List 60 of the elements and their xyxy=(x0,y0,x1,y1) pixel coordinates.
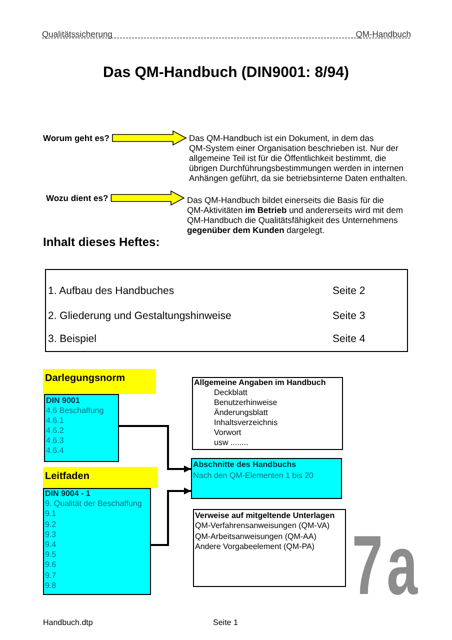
title: Das QM-Handbuch (DIN9001: 8/94) xyxy=(103,64,349,82)
list-item: 9. Qualität der Beschaffung xyxy=(45,499,142,510)
chapter-mark: 7a xyxy=(352,534,422,597)
connector-arrow xyxy=(119,425,191,472)
header-text: QM-Handbuch xyxy=(356,29,411,39)
description-text: Das QM-Handbuch ist ein Dokument, in dem das QM-System einer Organisation beschrieben ist. Nur der allgemeine Teil ist für die Öffentlichkeit bestimmt, die übrigen Durchführungsbestimmungen werden in internen Anhängen geführt, da sie betriebsinterne Daten enthalten. xyxy=(189,133,412,183)
question-label: Worum geht es? xyxy=(43,133,110,143)
list-item: usw ........ xyxy=(214,438,248,448)
page-reference: Seite 4 xyxy=(332,332,366,344)
list-item: 9.1 xyxy=(45,509,56,520)
box-heading: DIN 9001 xyxy=(46,396,80,406)
page-reference: Seite 3 xyxy=(332,310,366,322)
footer-text: Handbuch.dtp xyxy=(43,618,93,628)
block-arrow xyxy=(112,130,187,146)
box-heading: Allgemeine Angaben im Handbuch xyxy=(194,378,326,388)
connector-arrow xyxy=(151,488,191,546)
info-box xyxy=(192,377,343,450)
info-box xyxy=(193,509,346,587)
list-item: Vorwort xyxy=(214,428,242,438)
box-heading: DIN 9004 - 1 xyxy=(45,489,90,500)
list-item: Nach den QM-Elementen 1 bis 20 xyxy=(193,470,314,481)
contents-entry: 2. Gliederung und Gestaltungshinweise xyxy=(48,310,232,322)
list-item: 9.6 xyxy=(45,560,56,571)
section-box xyxy=(191,458,342,499)
list-item: QM-Arbeitsanweisungen (QM-AA) xyxy=(195,532,316,542)
footer-page-number: Seite 1 xyxy=(213,618,238,628)
list-item: 9.5 xyxy=(45,550,56,560)
standard-box xyxy=(44,394,119,462)
page-reference: Seite 2 xyxy=(332,284,366,296)
box-heading: Verweise auf mitgeltende Unterlagen xyxy=(195,511,335,522)
list-item: 9.3 xyxy=(45,530,56,540)
list-item: QM-Verfahrensanweisungen (QM-VA) xyxy=(195,521,330,532)
description-text: Das QM-Handbuch bildet einerseits die Basis für die QM-Aktivitäten im Betrieb und andererseits wird mit dem QM-Handbuch die Qualitätsfähigkeit des Unternehmens gegenüber dem Kunden dargelegt. xyxy=(187,195,410,235)
list-item: 9.7 xyxy=(45,570,56,581)
list-item: Deckblatt xyxy=(214,388,248,398)
list-item: Inhaltsverzeichnis xyxy=(214,418,278,428)
box-heading: Abschnitte des Handbuchs xyxy=(193,460,296,470)
list-item: 4.6.4 xyxy=(46,446,64,456)
list-item: Benutzerhinweise xyxy=(214,398,278,408)
list-item: Änderungsblatt xyxy=(214,408,268,418)
band-label: Darlegungsnorm xyxy=(45,373,126,385)
header-text: Qualitätssicherung xyxy=(42,29,112,39)
highlight-band xyxy=(43,467,158,488)
list-item: 4.6.3 xyxy=(46,436,64,446)
list-item: 4.6 Beschaffung xyxy=(46,406,104,416)
highlight-band xyxy=(43,369,156,394)
contents-entry: 3. Beispiel xyxy=(48,332,96,344)
band-label: Leitfaden xyxy=(45,471,90,483)
block-arrow xyxy=(110,190,185,206)
list-item: 4.6.1 xyxy=(46,416,64,426)
list-item: 9.8 xyxy=(45,580,56,592)
list-item: 4.6.2 xyxy=(46,426,64,436)
contents-entry: 1. Aufbau des Handbuches xyxy=(48,284,174,296)
contents-box xyxy=(45,269,408,352)
list-item: Andere Vorgabeelement (QM-PA) xyxy=(195,542,314,552)
question-label: Wozu dient es? xyxy=(46,193,108,203)
section-heading: Inhalt dieses Heftes: xyxy=(43,235,160,249)
list-item: 9.4 xyxy=(45,540,56,550)
list-item: 9.2 xyxy=(45,520,56,530)
standard-box xyxy=(43,488,151,595)
